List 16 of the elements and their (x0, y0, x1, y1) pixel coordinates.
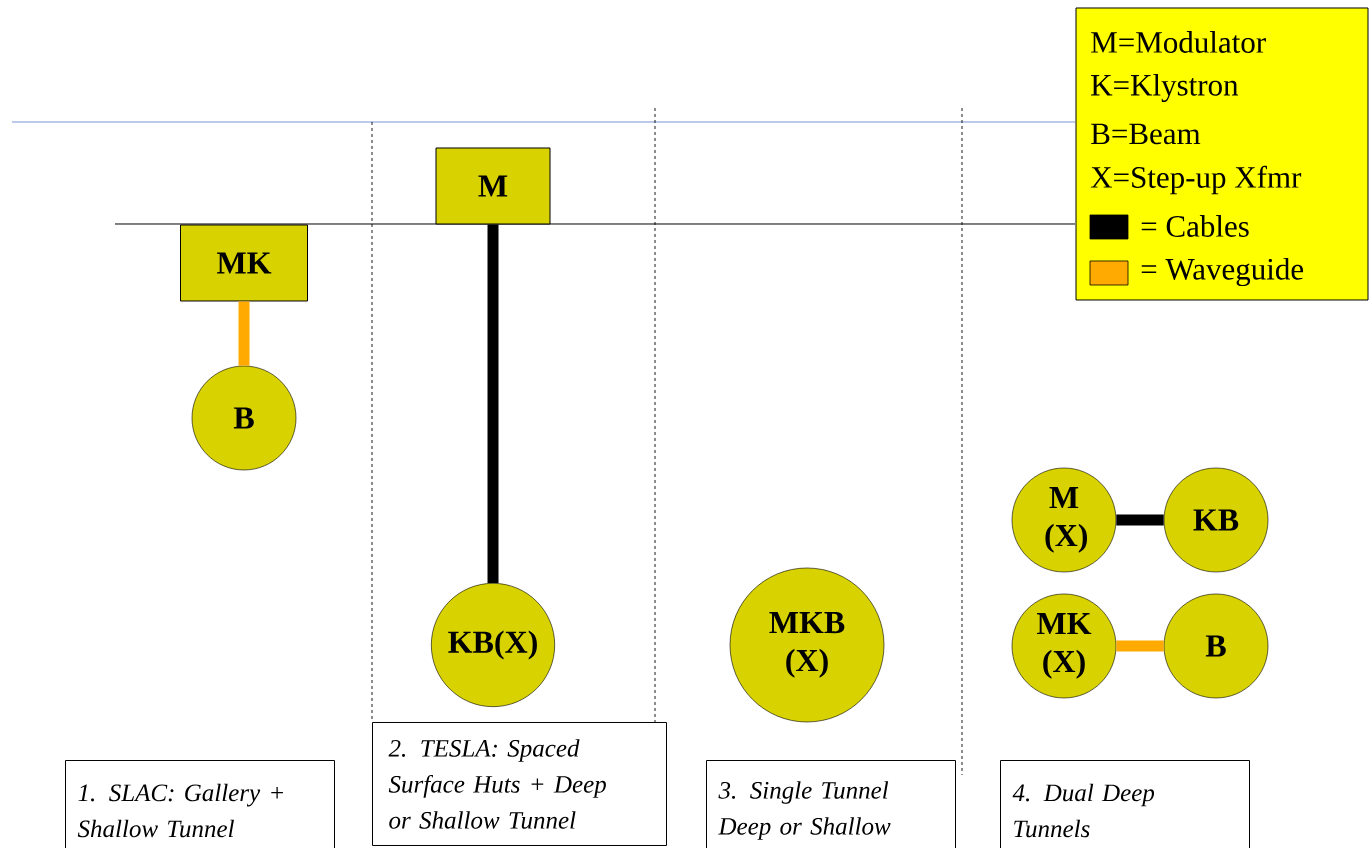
module-box: M (435, 147, 551, 225)
legend-text: K=Klystron (1091, 73, 1239, 103)
legend-text: = Waveguide (1141, 257, 1304, 287)
legend-text: B=Beam (1091, 123, 1201, 145)
cable-connector (1116, 514, 1164, 526)
caption-box: 3. Single Tunnel Deep or Shallow (706, 760, 956, 848)
caption-box: 4. Dual Deep Tunnels (1000, 760, 1250, 848)
waveguide-connector (238, 301, 250, 366)
caption-box: 2. TESLA: Spaced Surface Huts + Deep or Shallow Tunnel (372, 722, 667, 846)
legend-text: = Cables (1141, 215, 1249, 237)
legend-text: X=Step-up Xfmr (1090, 165, 1302, 195)
module-box: MK (180, 224, 308, 302)
legend-text: M=Modulator (1091, 31, 1266, 53)
waveguide-connector (1116, 640, 1164, 652)
cable-connector (487, 224, 499, 583)
caption-box: 1. SLAC: Gallery + Shallow Tunnel (65, 760, 335, 848)
